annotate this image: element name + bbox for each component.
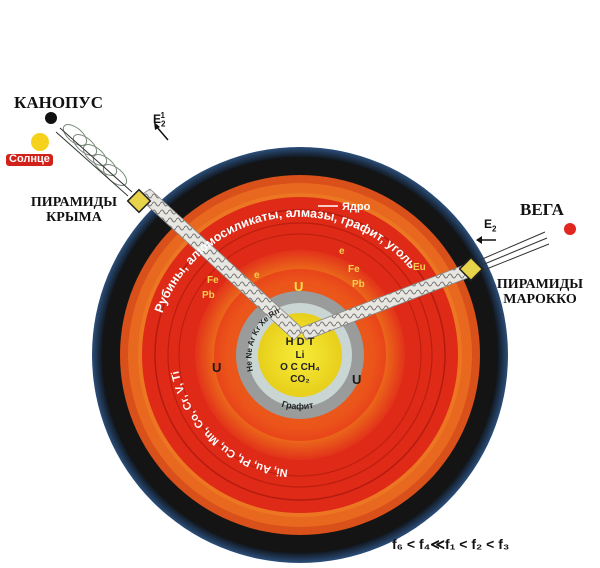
e2-letter: E: [484, 217, 493, 231]
rays-morocco: [479, 231, 550, 271]
e2-sub: 2: [492, 224, 497, 234]
e2-label: E2: [484, 218, 496, 234]
sun-icon: [31, 133, 49, 151]
core-label: Ядро: [342, 201, 371, 213]
pyramids-crimea-line2: КРЫМА: [46, 209, 102, 225]
arrow-e2-icon: [476, 236, 496, 244]
element-e-left: e: [254, 270, 260, 281]
e1-label: E21: [153, 111, 170, 129]
sun-label: Солнце: [6, 153, 53, 166]
canopus-star-icon: [45, 112, 57, 124]
pyramids-morocco-line2: МАРОККО: [503, 291, 577, 307]
e1-sup: 1: [160, 111, 165, 120]
pyramids-crimea-label: ПИРАМИДЫ КРЫМА: [4, 195, 144, 225]
arrow-e1-icon: [154, 122, 169, 141]
element-pb-left: Pb: [202, 290, 215, 301]
center-line3: O C CH₄: [280, 362, 320, 373]
element-pb-right: Pb: [352, 279, 365, 290]
pyramid-crimea-icon: [126, 188, 152, 214]
pyramid-morocco-icon: [458, 256, 484, 282]
center-line2: Li: [296, 350, 305, 361]
spiral-crimea: [62, 124, 128, 186]
graphite-arc-text: Графит: [281, 399, 315, 412]
element-u-left: U: [212, 360, 221, 375]
pyramids-morocco-label: ПИРАМИДЫ МАРОККО: [484, 277, 596, 307]
vega-label: ВЕГА: [520, 200, 564, 219]
element-eu: Eu: [413, 262, 426, 273]
canopus-label: КАНОПУС: [14, 93, 104, 112]
e1-sub: 2: [161, 119, 166, 129]
vega-star-icon: [564, 223, 576, 235]
e1-letter: E: [153, 112, 162, 126]
pyramids-crimea-line1: ПИРАМИДЫ: [30, 195, 118, 210]
element-e-right: e: [339, 246, 345, 257]
element-u-top: U: [294, 279, 303, 294]
center-line4: CO₂: [290, 374, 309, 385]
element-u-right: U: [352, 372, 361, 387]
frequency-formula: f₆ < f₄≪f₁ < f₂ < f₃: [392, 536, 510, 552]
center-line1: H D T: [286, 336, 315, 348]
element-fe-right: Fe: [348, 264, 360, 275]
element-fe-left: Fe: [207, 275, 219, 286]
pyramids-morocco-line1: ПИРАМИДЫ: [496, 277, 584, 292]
